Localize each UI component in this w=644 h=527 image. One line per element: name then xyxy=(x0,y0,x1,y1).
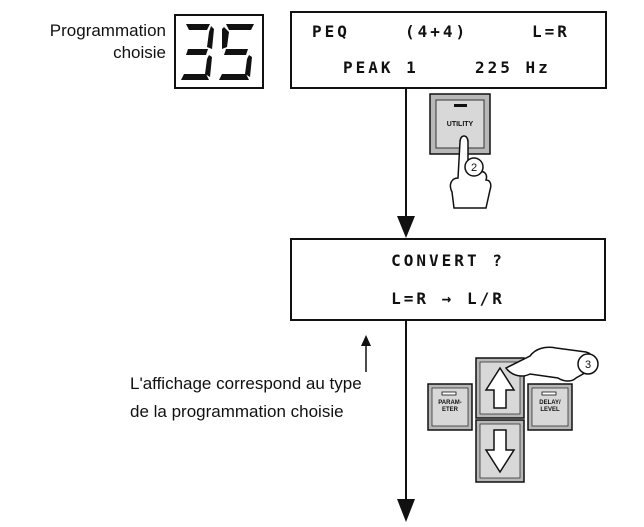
parameter-led-icon xyxy=(442,392,456,395)
utility-led-icon xyxy=(454,104,467,107)
down-button[interactable] xyxy=(476,420,524,482)
annotation-text: L'affichage correspond au type de la pro… xyxy=(130,370,390,426)
lcd-convert-line1: CONVERT ? xyxy=(292,251,604,270)
delay-label-2: LEVEL xyxy=(540,407,560,413)
utility-button-label: UTILITY xyxy=(447,121,474,128)
lcd-convert-line2: L=R → L/R xyxy=(292,289,604,308)
step-2-number: 2 xyxy=(471,162,477,174)
utility-button[interactable]: UTILITY 2 xyxy=(428,92,508,212)
parameter-label-2: ETER xyxy=(442,407,459,413)
step-3-number: 3 xyxy=(585,359,591,371)
annotation-line2: de la programmation choisie xyxy=(130,398,390,426)
flow-arrowhead-1 xyxy=(397,216,415,238)
annotation-line1: L'affichage correspond au type xyxy=(130,370,390,398)
parameter-label-1: PARAM- xyxy=(438,400,462,406)
delay-label-1: DELAY/ xyxy=(539,400,561,406)
flow-arrowhead-2 xyxy=(397,499,415,522)
delay-level-led-icon xyxy=(542,392,556,395)
keypad: PARAM- ETER DELAY/ LEVEL 3 xyxy=(426,338,616,498)
annotation-pointer-arrowhead xyxy=(361,335,371,346)
lcd-display-convert: CONVERT ? L=R → L/R xyxy=(290,238,606,321)
delay-level-button[interactable]: DELAY/ LEVEL xyxy=(528,384,572,430)
parameter-button[interactable]: PARAM- ETER xyxy=(428,384,472,430)
